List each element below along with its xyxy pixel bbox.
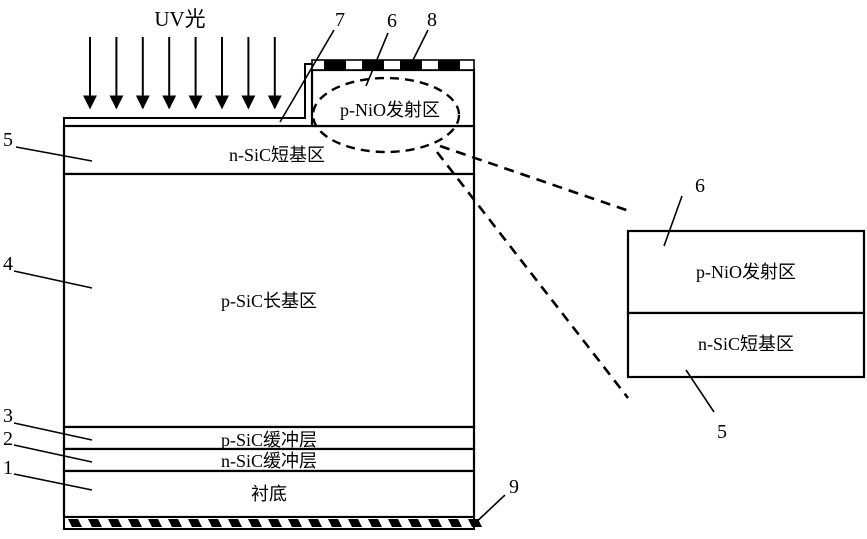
inset-number-5: 5 [717, 421, 727, 443]
callout-3: 3 [3, 405, 13, 427]
inset-short-base-label: n-SiC短基区 [698, 334, 794, 354]
callout-1: 1 [3, 457, 13, 479]
long-base-label: p-SiC长基区 [221, 291, 317, 311]
substrate-label: 衬底 [251, 484, 287, 504]
n-buffer-label: n-SiC缓冲层 [221, 451, 317, 471]
uv-light-label: UV光 [154, 7, 205, 31]
uv-arrows [90, 37, 275, 108]
p-buffer-label: p-SiC缓冲层 [221, 430, 317, 450]
callout-6: 6 [387, 10, 397, 32]
callout-9: 9 [509, 476, 519, 498]
short-base-label: n-SiC短基区 [229, 145, 325, 165]
callout-5: 5 [3, 129, 13, 151]
callout-2: 2 [3, 428, 13, 450]
leader-8 [412, 30, 428, 62]
top-electrode [312, 60, 474, 70]
callout-4: 4 [3, 253, 13, 275]
bottom-electrode [64, 517, 482, 529]
callout-7: 7 [335, 9, 345, 31]
emitter-label: p-NiO发射区 [340, 100, 440, 120]
inset-emitter-label: p-NiO发射区 [696, 262, 796, 282]
inset-number-6: 6 [695, 175, 705, 197]
callout-8: 8 [427, 9, 437, 31]
leader-9 [472, 495, 505, 526]
